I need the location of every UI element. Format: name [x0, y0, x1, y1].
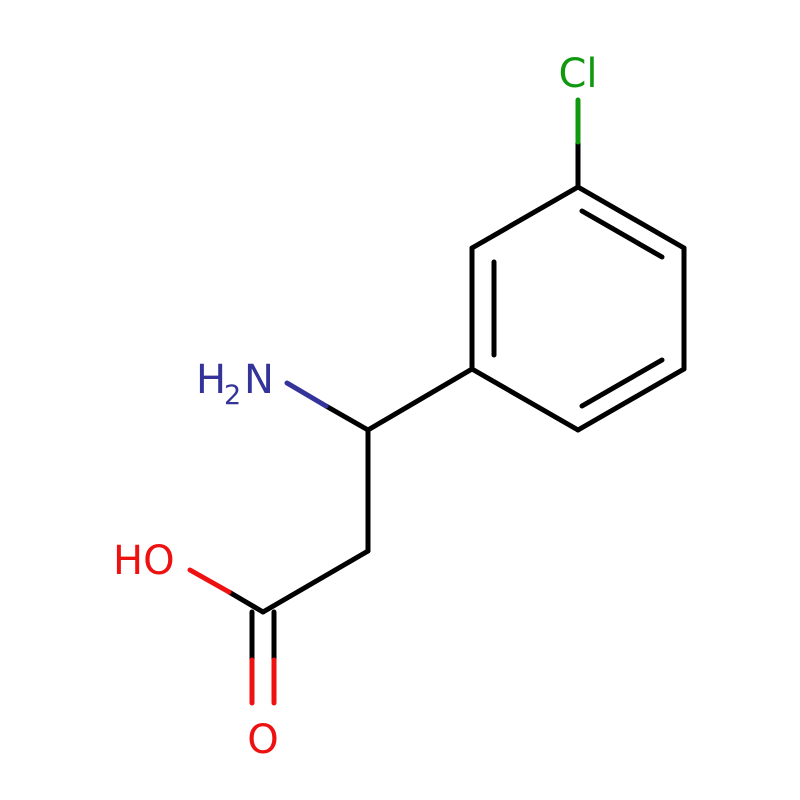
bond-ring-to-ca [365, 366, 475, 433]
amine-nitrogen-label: N [244, 357, 274, 403]
hydroxyl-label: HO [113, 538, 175, 584]
bond-ch2-cooh [260, 548, 371, 615]
carbonyl-oxygen-label: O [247, 717, 278, 763]
bond-ca-n-colored [284, 380, 329, 409]
bond-aromatic-inner-1 [579, 208, 665, 260]
bond-c-oh-black [226, 589, 266, 615]
chlorine-label: Cl [558, 51, 597, 97]
amine-subscript-label: 2 [224, 380, 241, 411]
benzene-ring [469, 184, 687, 433]
bond-c-oh-colored [187, 567, 232, 595]
bond-aromatic-inner-2 [579, 357, 665, 409]
bond-c3-c4 [575, 366, 687, 433]
bond-c6-c1 [469, 184, 581, 251]
bond-c4-c5 [469, 366, 581, 433]
bond-ca-n-black [323, 403, 371, 433]
bond-c1-c2 [575, 184, 687, 251]
amine-hydrogen-label: H [196, 357, 226, 403]
